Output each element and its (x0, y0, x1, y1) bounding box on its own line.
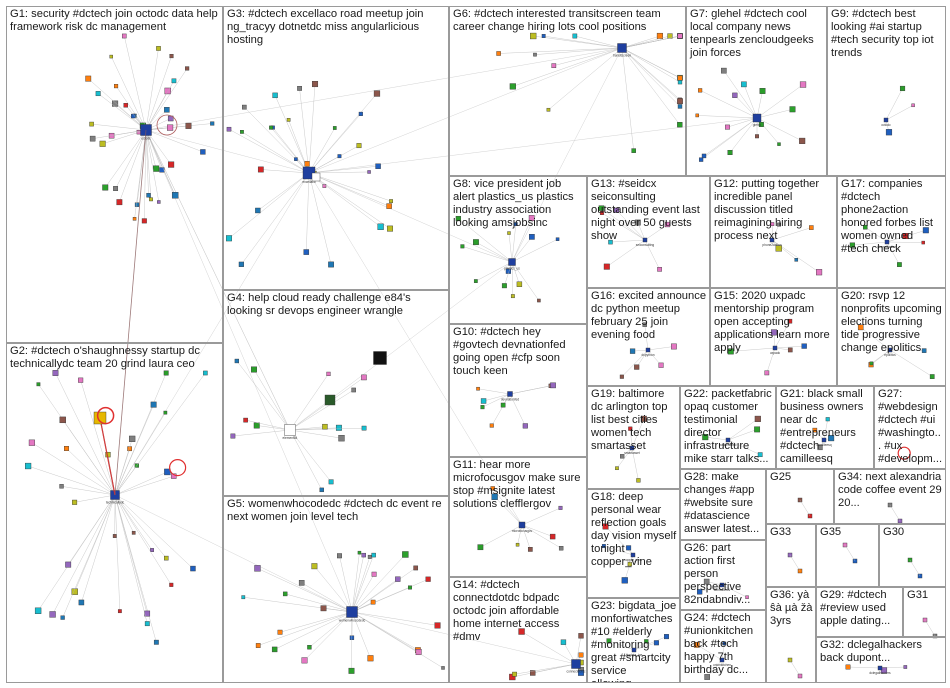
group-label: G18: deep personal wear reflection goals… (591, 491, 677, 569)
group-box-g7: G7: glehel #dctech cool local company ne… (686, 6, 827, 176)
group-label: G24: #dctech #unionkitchen back #tech ha… (684, 612, 763, 677)
group-box-g29: G29: #dctech #review used apple dating..… (816, 587, 903, 637)
group-box-g27: G27: #webdesign #dctech #ui #washingto..… (874, 386, 946, 469)
group-label: G8: vice president job alert plastics_us… (453, 178, 584, 230)
group-label: G20: rsvp 12 nonprofits upcoming electio… (841, 290, 943, 355)
group-label: G30 (883, 526, 943, 539)
group-box-g36: G36: yà ŝà µà žà 3yrs (766, 587, 816, 683)
group-box-g13: G13: #seidcx seiconsulting outstanding e… (587, 176, 710, 288)
group-box-g31: G31 (903, 587, 946, 637)
group-box-g25: G25 (766, 469, 834, 524)
group-box-g20: G20: rsvp 12 nonprofits upcoming electio… (837, 288, 946, 386)
group-box-g14: G14: #dctech connectdotdc bdpadc octodc … (449, 577, 587, 683)
group-box-g34: G34: next alexandria code coffee event 2… (834, 469, 946, 524)
group-box-g9: G9: #dctech best looking #ai startup #te… (827, 6, 946, 176)
group-box-g15: G15: 2020 uxpadc mentorship program open… (710, 288, 837, 386)
group-label: G11: hear more microfocusgov make sure s… (453, 459, 584, 511)
group-box-g33: G33 (766, 524, 816, 587)
group-box-g3: G3: #dctech excellaco road meetup join n… (223, 6, 449, 290)
group-box-g28: G28: make changes #app #website sure #da… (680, 469, 766, 540)
group-label: G35 (820, 526, 876, 539)
group-label: G26: part action first person perspectiv… (684, 542, 763, 607)
group-box-g26: G26: part action first person perspectiv… (680, 540, 766, 610)
group-label: G22: packetfabric opaq customer testimon… (684, 388, 773, 466)
group-box-g10: G10: #dctech hey #govtech devnationfed g… (449, 324, 587, 457)
group-label: G9: #dctech best looking #ai startup #te… (831, 8, 943, 60)
group-label: G29: #dctech #review used apple dating..… (820, 589, 900, 628)
group-label: G27: #webdesign #dctech #ui #washingto..… (878, 388, 943, 466)
group-label: G5: womenwhocodedc #dctech dc event re n… (227, 498, 446, 524)
group-label: G25 (770, 471, 831, 484)
group-box-g2: G2: #dctech o'shaughnessy startup dc tec… (6, 343, 223, 683)
group-box-g12: G12: putting together incredible panel d… (710, 176, 837, 288)
group-box-g6: G6: #dctech interested transitscreen tea… (449, 6, 686, 176)
group-box-g8: G8: vice president job alert plastics_us… (449, 176, 587, 324)
group-label: G36: yà ŝà µà žà 3yrs (770, 589, 813, 628)
group-box-g35: G35 (816, 524, 879, 587)
group-box-g11: G11: hear more microfocusgov make sure s… (449, 457, 587, 577)
group-label: G15: 2020 uxpadc mentorship program open… (714, 290, 834, 355)
group-box-g22: G22: packetfabric opaq customer testimon… (680, 386, 776, 469)
group-label: G32: dclegalhackers back dupont... (820, 639, 943, 665)
group-box-g24: G24: #dctech #unionkitchen back #tech ha… (680, 610, 766, 683)
group-box-g19: G19: baltimore dc arlington top list bes… (587, 386, 680, 489)
group-box-g5: G5: womenwhocodedc #dctech dc event re n… (223, 496, 449, 683)
group-label: G13: #seidcx seiconsulting outstanding e… (591, 178, 707, 243)
group-box-g4: G4: help cloud ready challenge e84's loo… (223, 290, 449, 496)
group-label: G6: #dctech interested transitscreen tea… (453, 8, 683, 34)
group-label: G3: #dctech excellaco road meetup join n… (227, 8, 446, 47)
group-label: G33 (770, 526, 813, 539)
group-label: G1: security #dctech join octodc data he… (10, 8, 220, 34)
group-label: G4: help cloud ready challenge e84's loo… (227, 292, 446, 318)
group-box-g17: G17: companies #dctech phone2action hono… (837, 176, 946, 288)
group-label: G17: companies #dctech phone2action hono… (841, 178, 943, 256)
group-label: G23: bigdata_joe monfortiwatches #10 #el… (591, 600, 677, 683)
group-label: G31 (907, 589, 943, 602)
group-label: G19: baltimore dc arlington top list bes… (591, 388, 677, 453)
group-label: G12: putting together incredible panel d… (714, 178, 834, 243)
group-box-g30: G30 (879, 524, 946, 587)
group-label: G7: glehel #dctech cool local company ne… (690, 8, 824, 60)
group-box-g18: G18: deep personal wear reflection goals… (587, 489, 680, 598)
group-box-g1: G1: security #dctech join octodc data he… (6, 6, 223, 343)
group-label: G28: make changes #app #website sure #da… (684, 471, 763, 536)
group-label: G14: #dctech connectdotdc bdpadc octodc … (453, 579, 584, 644)
group-box-g32: G32: dclegalhackers back dupont... (816, 637, 946, 683)
group-box-g21: G21: black small business owners near dc… (776, 386, 874, 469)
group-box-g23: G23: bigdata_joe monfortiwatches #10 #el… (587, 598, 680, 683)
group-label: G10: #dctech hey #govtech devnationfed g… (453, 326, 584, 378)
group-label: G2: #dctech o'shaughnessy startup dc tec… (10, 345, 220, 371)
group-label: G21: black small business owners near dc… (780, 388, 871, 466)
group-label: G34: next alexandria code coffee event 2… (838, 471, 943, 510)
group-box-g16: G16: excited announce dc python meetup f… (587, 288, 710, 386)
group-label: G16: excited announce dc python meetup f… (591, 290, 707, 342)
